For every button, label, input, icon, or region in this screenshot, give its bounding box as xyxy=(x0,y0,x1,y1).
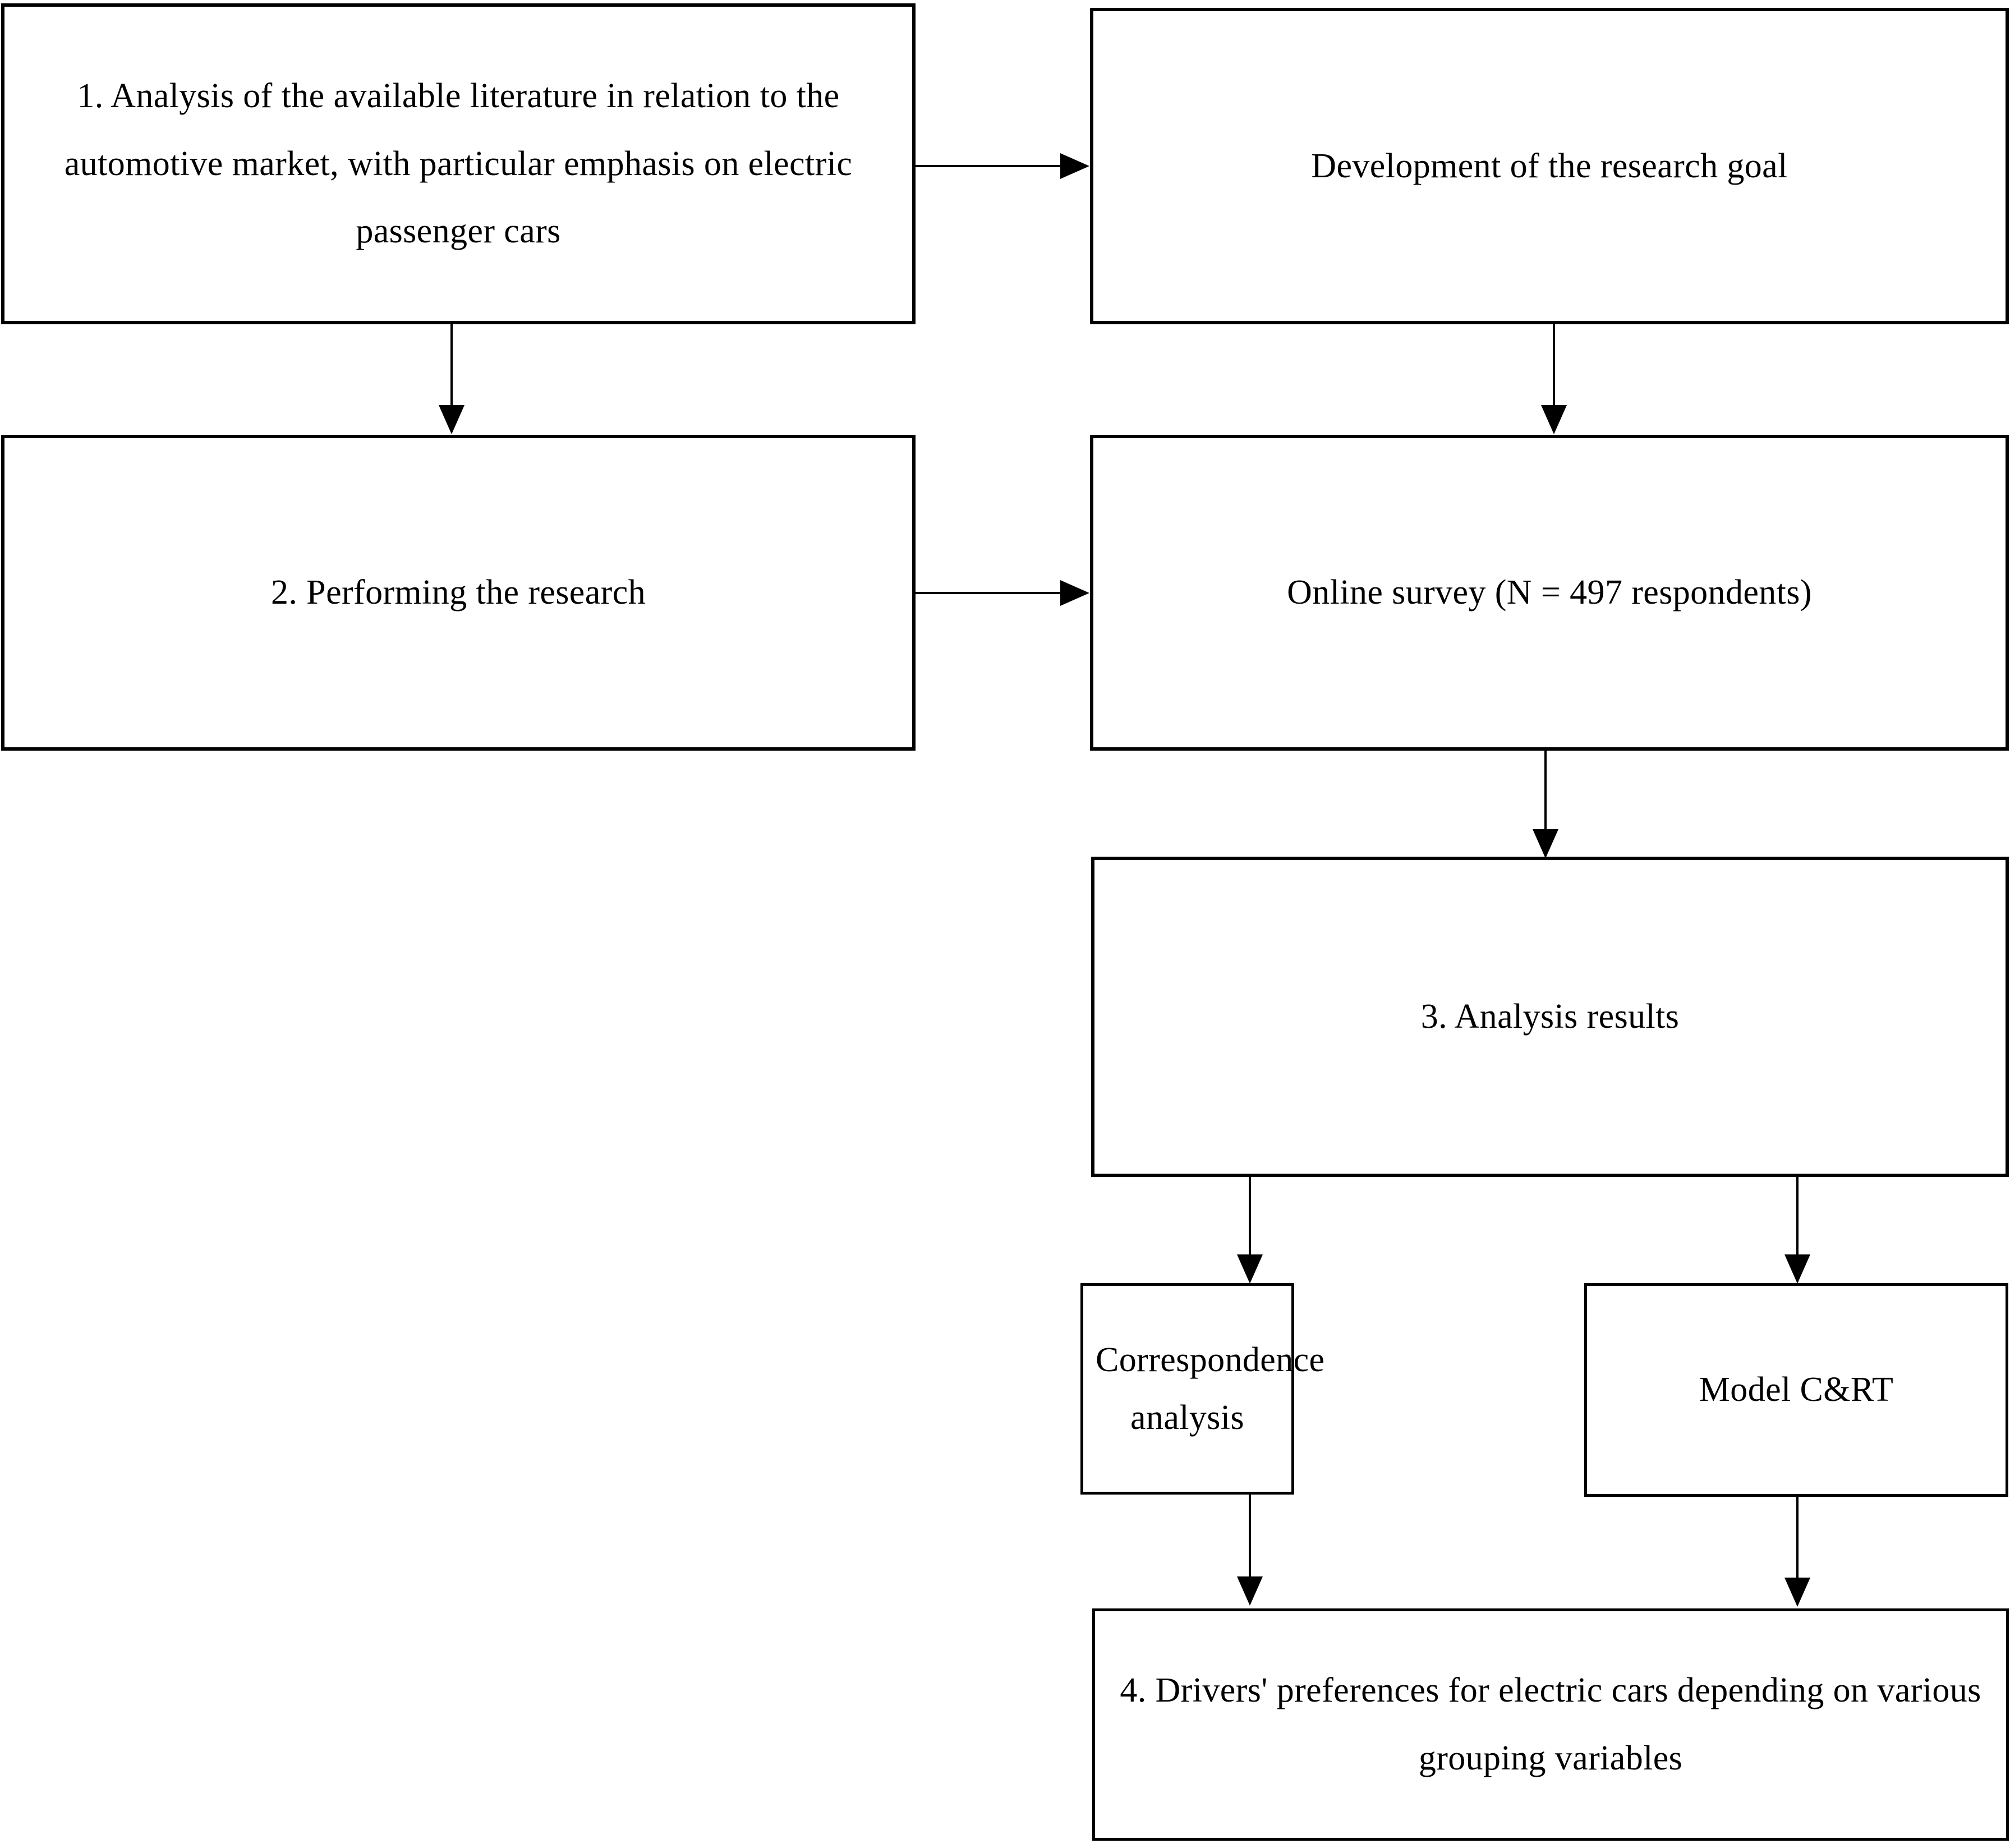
edge-literature-to-goal-line xyxy=(916,165,1063,167)
node-performing-research-label: 2. Performing the research xyxy=(270,573,646,612)
edge-literature-to-goal-arrowhead xyxy=(1060,153,1089,179)
edge-model-to-preferences-line xyxy=(1796,1497,1799,1580)
edge-performing-to-survey-line xyxy=(916,592,1063,594)
node-online-survey-label: Online survey (N = 497 respondents) xyxy=(1287,573,1812,612)
node-online-survey[interactable]: Online survey (N = 497 respondents) xyxy=(1090,435,2009,751)
node-correspondence-analysis-label: Correspondence analysis xyxy=(1096,1341,1325,1437)
node-model-cart-label: Model C&RT xyxy=(1699,1371,1894,1409)
edge-results-to-correspondence-arrowhead xyxy=(1237,1254,1263,1284)
node-research-goal[interactable]: Development of the research goal xyxy=(1090,8,2009,324)
node-research-goal-label: Development of the research goal xyxy=(1311,146,1788,185)
node-analysis-results[interactable]: 3. Analysis results xyxy=(1091,857,2009,1177)
node-drivers-preferences[interactable]: 4. Drivers' preferences for electric car… xyxy=(1092,1608,2009,1841)
node-correspondence-analysis[interactable]: Correspondence analysis xyxy=(1080,1283,1325,1495)
edge-literature-to-performing-arrowhead xyxy=(439,405,464,434)
edge-results-to-correspondence-line xyxy=(1249,1177,1251,1258)
edge-model-to-preferences-arrowhead xyxy=(1784,1578,1810,1607)
edge-survey-to-results-line xyxy=(1544,751,1547,834)
node-drivers-preferences-label: 4. Drivers' preferences for electric car… xyxy=(1120,1671,1981,1777)
edge-correspondence-to-preferences-arrowhead xyxy=(1237,1576,1263,1606)
edge-literature-to-performing-line xyxy=(450,324,453,408)
node-literature-analysis-label: 1. Analysis of the available literature … xyxy=(64,76,853,251)
edge-performing-to-survey-arrowhead xyxy=(1060,580,1089,606)
edge-results-to-model-arrowhead xyxy=(1784,1254,1810,1284)
edge-goal-to-survey-arrowhead xyxy=(1541,405,1567,434)
edge-results-to-model-line xyxy=(1796,1177,1799,1258)
node-analysis-results-label: 3. Analysis results xyxy=(1420,997,1680,1036)
node-performing-research[interactable]: 2. Performing the research xyxy=(1,435,916,751)
edge-goal-to-survey-line xyxy=(1553,324,1555,408)
edge-survey-to-results-arrowhead xyxy=(1533,829,1558,858)
node-model-cart[interactable]: Model C&RT xyxy=(1584,1283,2008,1497)
edge-correspondence-to-preferences-line xyxy=(1249,1495,1251,1579)
node-literature-analysis[interactable]: 1. Analysis of the available literature … xyxy=(1,3,916,324)
